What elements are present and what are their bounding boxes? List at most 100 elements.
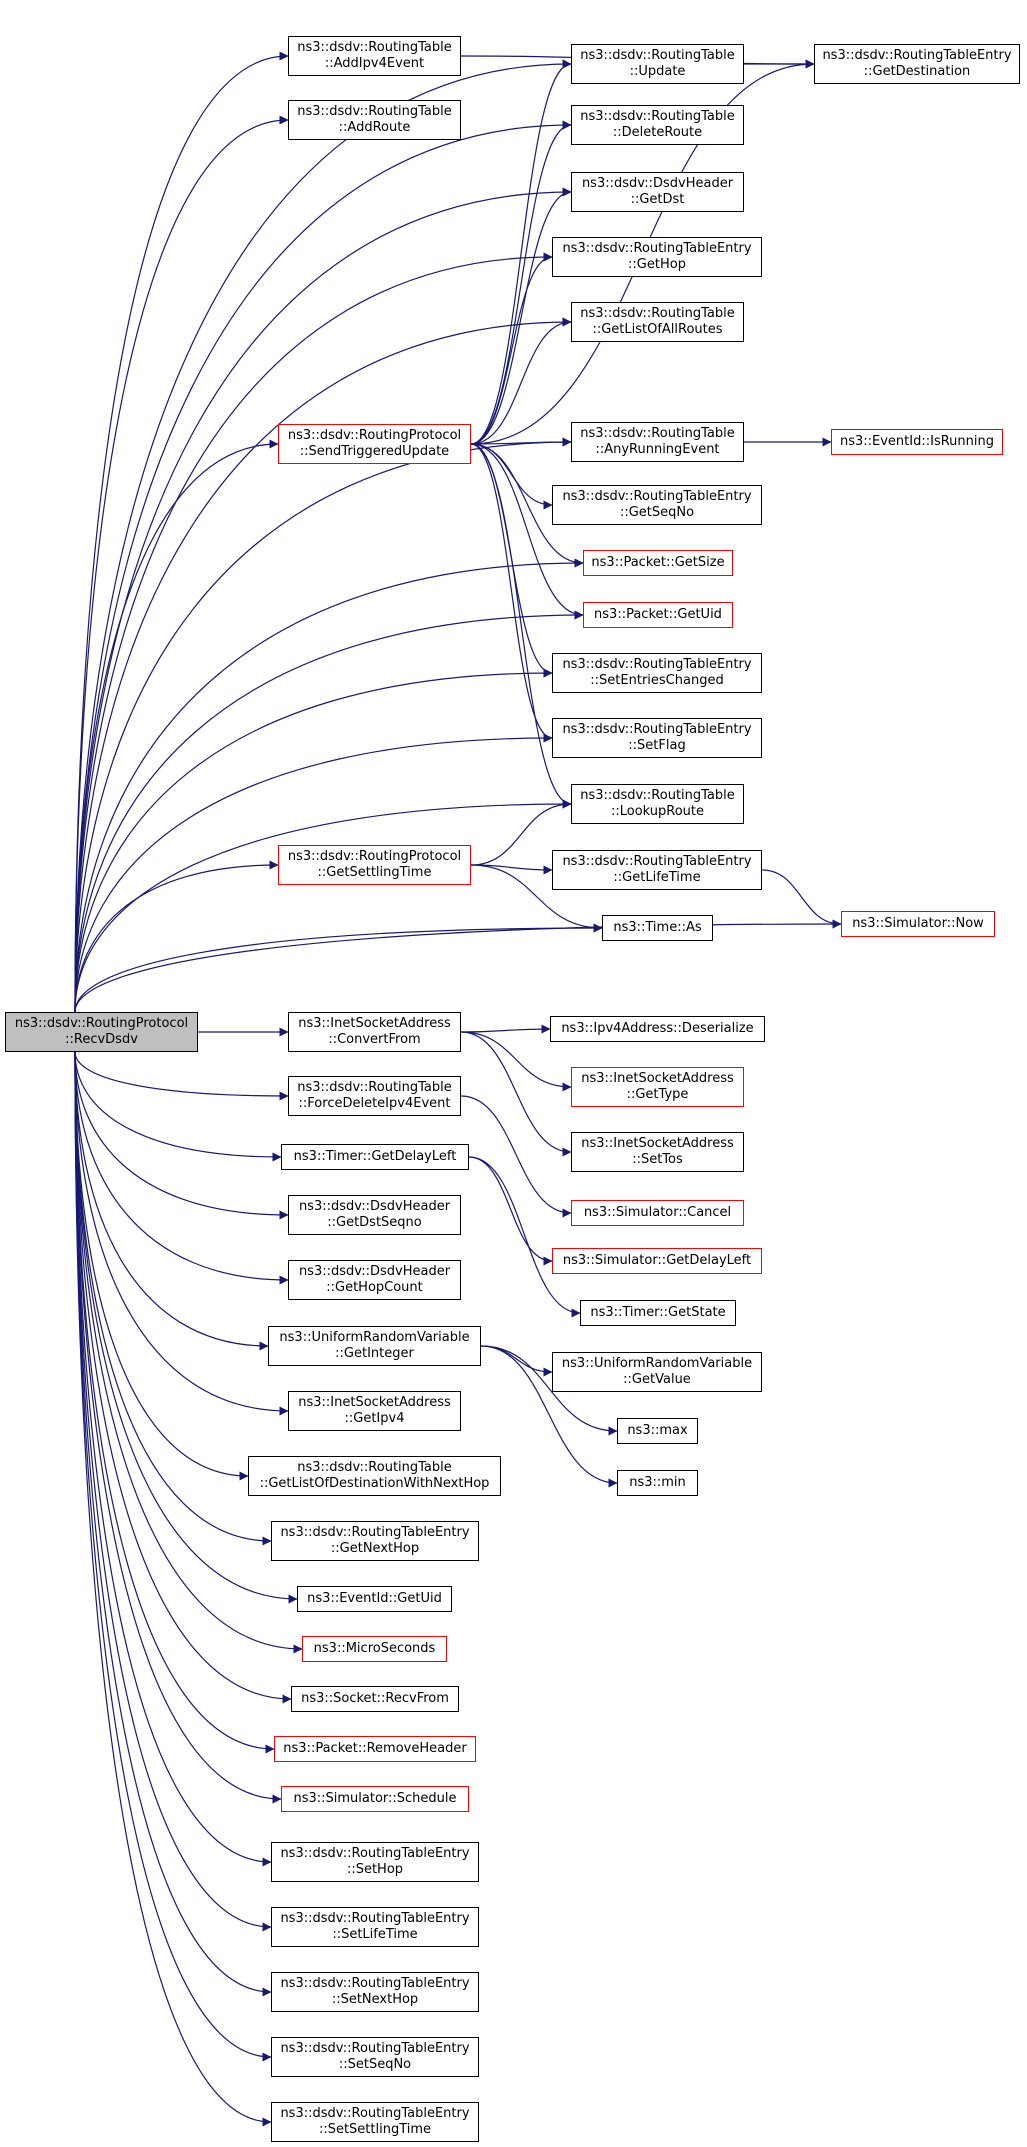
node-rte-set-next-hop[interactable]: ns3::dsdv::RoutingTableEntry::SetNextHop <box>271 1972 479 2012</box>
node-simulator-cancel[interactable]: ns3::Simulator::Cancel <box>571 1200 744 1226</box>
edge-recv-dsdv-to-add-ipv4-event <box>74 51 289 1013</box>
node-event-id-get-uid[interactable]: ns3::EventId::GetUid <box>297 1586 452 1612</box>
node-add-ipv4-event[interactable]: ns3::dsdv::RoutingTable::AddIpv4Event <box>288 36 461 76</box>
node-label-line: ns3::InetSocketAddress <box>581 1136 734 1151</box>
node-urv-get-integer[interactable]: ns3::UniformRandomVariable::GetInteger <box>268 1326 481 1366</box>
node-label-line: ns3::Packet::RemoveHeader <box>283 1741 467 1756</box>
node-label-line: ::GetDst <box>630 192 685 207</box>
node-isa-get-type[interactable]: ns3::InetSocketAddress::GetType <box>571 1067 744 1107</box>
edge-send-triggered-update-to-rte-get-hop <box>470 252 553 445</box>
edge-recv-dsdv-to-micro-seconds <box>74 1051 303 1654</box>
node-label-line: ::SetSettlingTime <box>318 2122 432 2137</box>
node-label-line: ns3::InetSocketAddress <box>298 1395 451 1410</box>
node-label-line: ::GetLifeTime <box>613 870 701 885</box>
node-label-line: ns3::dsdv::RoutingTableEntry <box>280 2106 470 2121</box>
node-rte-set-seq-no[interactable]: ns3::dsdv::RoutingTableEntry::SetSeqNo <box>271 2037 479 2077</box>
node-simulator-get-delay-left[interactable]: ns3::Simulator::GetDelayLeft <box>552 1248 762 1274</box>
edge-recv-dsdv-to-packet-get-uid <box>74 610 584 1013</box>
node-hdr-get-hop-count[interactable]: ns3::dsdv::DsdvHeader::GetHopCount <box>288 1260 461 1300</box>
node-force-delete-ipv4-event[interactable]: ns3::dsdv::RoutingTable::ForceDeleteIpv4… <box>288 1076 461 1116</box>
node-label-line: ::AddRoute <box>338 120 411 135</box>
node-label-line: ns3::Ipv4Address::Deserialize <box>561 1021 754 1036</box>
node-time-as[interactable]: ns3::Time::As <box>602 915 713 941</box>
node-label-line: ns3::Packet::GetSize <box>591 555 725 570</box>
node-rte-set-flag[interactable]: ns3::dsdv::RoutingTableEntry::SetFlag <box>552 718 762 758</box>
node-rte-get-seq-no[interactable]: ns3::dsdv::RoutingTableEntry::GetSeqNo <box>552 485 762 525</box>
node-label-line: ::SendTriggeredUpdate <box>299 444 450 459</box>
node-hdr-get-dst-seqno[interactable]: ns3::dsdv::DsdvHeader::GetDstSeqno <box>288 1195 461 1235</box>
node-label-line: ::SetFlag <box>628 738 686 753</box>
node-label-line: ns3::dsdv::RoutingProtocol <box>14 1016 189 1031</box>
node-label-line: ns3::dsdv::RoutingTable <box>580 426 735 441</box>
node-rte-set-settling-time[interactable]: ns3::dsdv::RoutingTableEntry::SetSettlin… <box>271 2102 479 2142</box>
edge-convert-from-to-isa-set-tos <box>460 1031 572 1157</box>
node-label-line: ::GetDstSeqno <box>327 1215 422 1230</box>
node-rte-get-life-time[interactable]: ns3::dsdv::RoutingTableEntry::GetLifeTim… <box>552 850 762 890</box>
node-label-line: ::SetTos <box>632 1152 683 1167</box>
edge-recv-dsdv-to-rte-set-hop <box>74 1051 272 1867</box>
node-rte-get-hop[interactable]: ns3::dsdv::RoutingTableEntry::GetHop <box>552 237 762 277</box>
node-label-line: ::SetNextHop <box>331 1992 419 2007</box>
node-event-id-is-running[interactable]: ns3::EventId::IsRunning <box>831 429 1003 455</box>
edge-send-triggered-update-to-hdr-get-dst <box>470 187 572 445</box>
node-simulator-now[interactable]: ns3::Simulator::Now <box>841 911 995 937</box>
node-convert-from[interactable]: ns3::InetSocketAddress::ConvertFrom <box>288 1012 461 1052</box>
node-label-line: ns3::dsdv::RoutingTableEntry <box>562 854 752 869</box>
node-label-line: ns3::EventId::IsRunning <box>839 434 994 449</box>
node-label-line: ns3::min <box>629 1475 686 1490</box>
node-label-line: ns3::dsdv::RoutingTable <box>297 104 452 119</box>
node-get-settling-time[interactable]: ns3::dsdv::RoutingProtocol::GetSettlingT… <box>278 845 471 885</box>
node-timer-get-state[interactable]: ns3::Timer::GetState <box>580 1300 736 1326</box>
node-packet-get-uid[interactable]: ns3::Packet::GetUid <box>583 602 733 628</box>
node-label-line: ::GetNextHop <box>330 1541 420 1556</box>
node-ipv4-deserialize[interactable]: ns3::Ipv4Address::Deserialize <box>550 1016 765 1042</box>
node-rt-update[interactable]: ns3::dsdv::RoutingTable::Update <box>571 44 744 84</box>
node-send-triggered-update[interactable]: ns3::dsdv::RoutingProtocol::SendTriggere… <box>278 424 471 464</box>
node-label-line: ns3::dsdv::RoutingTable <box>297 1460 452 1475</box>
node-label-line: ns3::dsdv::RoutingTableEntry <box>280 1911 470 1926</box>
node-rte-get-destination[interactable]: ns3::dsdv::RoutingTableEntry::GetDestina… <box>814 44 1020 84</box>
node-simulator-schedule[interactable]: ns3::Simulator::Schedule <box>281 1786 469 1812</box>
node-get-list-of-all-routes[interactable]: ns3::dsdv::RoutingTable::GetListOfAllRou… <box>571 302 744 342</box>
node-urv-get-value[interactable]: ns3::UniformRandomVariable::GetValue <box>552 1352 762 1392</box>
node-label-line: ::SetSeqNo <box>338 2057 412 2072</box>
node-label-line: ns3::dsdv::RoutingTableEntry <box>280 2041 470 2056</box>
edge-send-triggered-update-to-get-list-of-all-routes <box>470 317 572 445</box>
node-label-line: ::RecvDsdv <box>65 1032 138 1047</box>
node-ns3-min[interactable]: ns3::min <box>617 1470 698 1496</box>
node-ns3-max[interactable]: ns3::max <box>617 1418 698 1444</box>
node-label-line: ::GetValue <box>623 1372 691 1387</box>
node-isa-set-tos[interactable]: ns3::InetSocketAddress::SetTos <box>571 1132 744 1172</box>
node-packet-remove-header[interactable]: ns3::Packet::RemoveHeader <box>274 1736 476 1762</box>
node-hdr-get-dst[interactable]: ns3::dsdv::DsdvHeader::GetDst <box>571 172 744 212</box>
edges <box>74 51 842 2127</box>
edge-recv-dsdv-to-hdr-get-dst-seqno <box>74 1051 289 1220</box>
node-rte-get-next-hop[interactable]: ns3::dsdv::RoutingTableEntry::GetNextHop <box>271 1521 479 1561</box>
node-timer-get-delay-left[interactable]: ns3::Timer::GetDelayLeft <box>281 1144 469 1170</box>
node-packet-get-size[interactable]: ns3::Packet::GetSize <box>583 550 733 576</box>
node-set-entries-changed[interactable]: ns3::dsdv::RoutingTableEntry::SetEntries… <box>552 653 762 693</box>
node-isa-get-ipv4[interactable]: ns3::InetSocketAddress::GetIpv4 <box>288 1391 461 1431</box>
node-any-running-event[interactable]: ns3::dsdv::RoutingTable::AnyRunningEvent <box>571 422 744 462</box>
node-delete-route[interactable]: ns3::dsdv::RoutingTable::DeleteRoute <box>571 105 744 145</box>
node-label-line: ns3::Timer::GetDelayLeft <box>293 1149 457 1164</box>
node-rte-set-life-time[interactable]: ns3::dsdv::RoutingTableEntry::SetLifeTim… <box>271 1907 479 1947</box>
node-socket-recv-from[interactable]: ns3::Socket::RecvFrom <box>291 1686 459 1712</box>
node-rte-set-hop[interactable]: ns3::dsdv::RoutingTableEntry::SetHop <box>271 1842 479 1882</box>
node-label-line: ::GetSettlingTime <box>317 865 432 880</box>
edge-send-triggered-update-to-lookup-route <box>470 443 572 809</box>
edge-recv-dsdv-to-send-triggered-update <box>74 439 279 1013</box>
edge-recv-dsdv-to-event-id-get-uid <box>74 1051 298 1604</box>
node-add-route[interactable]: ns3::dsdv::RoutingTable::AddRoute <box>288 100 461 140</box>
node-label-line: ::SetEntriesChanged <box>590 673 724 688</box>
edge-recv-dsdv-to-socket-recv-from <box>74 1051 292 1704</box>
node-label-line: ns3::Simulator::GetDelayLeft <box>562 1253 752 1268</box>
edge-recv-dsdv-to-isa-get-ipv4 <box>74 1051 289 1416</box>
node-label-line: ns3::dsdv::RoutingTableEntry <box>562 241 752 256</box>
node-lookup-route[interactable]: ns3::dsdv::RoutingTable::LookupRoute <box>571 784 744 824</box>
node-micro-seconds[interactable]: ns3::MicroSeconds <box>302 1636 447 1662</box>
node-get-list-of-destination-with-next-hop[interactable]: ns3::dsdv::RoutingTable::GetListOfDestin… <box>248 1456 501 1496</box>
node-label-line: ns3::EventId::GetUid <box>307 1591 442 1606</box>
edge-recv-dsdv-to-packet-get-size <box>74 558 584 1013</box>
